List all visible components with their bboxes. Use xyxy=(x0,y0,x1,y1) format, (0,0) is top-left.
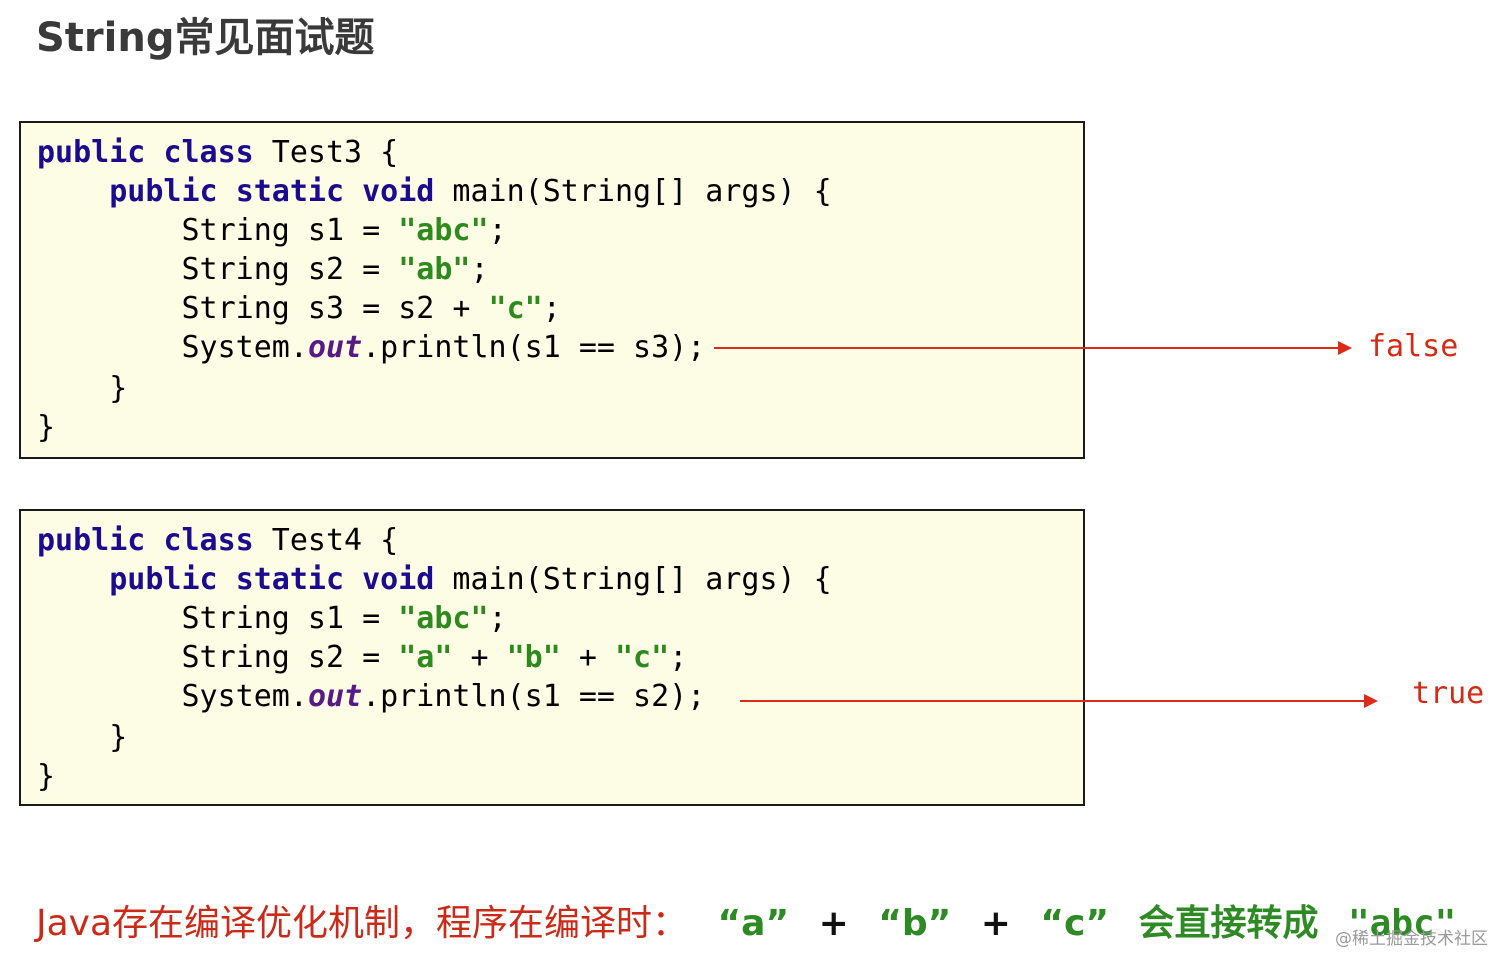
arrow-head-icon xyxy=(1338,341,1352,355)
note-literal-b: “b” xyxy=(878,903,952,944)
code-text: } xyxy=(37,759,56,794)
code-text: } xyxy=(109,371,128,406)
code-text: String s3 = s2 + xyxy=(181,291,489,326)
code-text: .println(s1 == s3); xyxy=(362,330,706,365)
code-line: String s1 = "abc"; xyxy=(37,211,507,251)
code-string-literal: "c" xyxy=(615,640,670,675)
code-text: main(String[] args) { xyxy=(434,174,832,209)
note-literal-c: “c” xyxy=(1040,903,1110,944)
code-string-literal: "abc" xyxy=(398,601,489,636)
code-line: public class Test4 { xyxy=(37,521,398,561)
note-plus-2: + xyxy=(980,903,1011,944)
code-string-literal: "a" xyxy=(398,640,453,675)
code-string-literal: "c" xyxy=(488,291,543,326)
code-line: } xyxy=(37,369,127,409)
note-prefix: Java存在编译优化机制，程序在编译时： xyxy=(36,903,689,944)
code-line: public static void main(String[] args) { xyxy=(37,560,832,600)
code-text: ; xyxy=(542,291,561,326)
code-string-literal: "b" xyxy=(506,640,561,675)
code-string-literal: "abc" xyxy=(398,213,489,248)
code-text: Test4 { xyxy=(253,523,399,558)
code-text: ; xyxy=(470,252,489,287)
code-text xyxy=(218,174,236,209)
code-text: Test3 { xyxy=(253,135,399,170)
result-false: false xyxy=(1368,329,1459,364)
code-text: main(String[] args) { xyxy=(434,562,832,597)
page-title: String常见面试题 xyxy=(36,15,375,61)
code-keyword: class xyxy=(163,135,254,170)
result-arrow-2 xyxy=(740,700,1364,702)
code-field: out xyxy=(307,679,363,714)
code-line: } xyxy=(37,757,55,797)
code-text xyxy=(344,562,362,597)
code-line: String s3 = s2 + "c"; xyxy=(37,289,561,329)
code-line: public class Test3 { xyxy=(37,133,398,173)
code-text xyxy=(344,174,362,209)
code-line: System.out.println(s1 == s3); xyxy=(37,328,706,368)
code-text: } xyxy=(109,720,128,755)
code-text xyxy=(145,135,163,170)
code-text: String s2 = xyxy=(181,640,399,675)
note-plus-1: + xyxy=(818,903,849,944)
code-text: String s2 = xyxy=(181,252,399,287)
code-keyword: static xyxy=(235,174,345,209)
code-line: String s2 = "ab"; xyxy=(37,250,489,290)
note-literal-a: “a” xyxy=(717,903,790,944)
arrow-head-icon xyxy=(1364,694,1378,708)
code-keyword: public xyxy=(37,523,146,558)
code-string-literal: "ab" xyxy=(398,252,471,287)
code-text: } xyxy=(37,410,56,445)
result-true: true xyxy=(1412,676,1485,711)
code-line: String s1 = "abc"; xyxy=(37,599,507,639)
result-arrow-1 xyxy=(714,347,1338,349)
code-keyword: void xyxy=(362,562,435,597)
code-keyword: static xyxy=(235,562,345,597)
code-keyword: public xyxy=(109,174,218,209)
compile-optimization-note: Java存在编译优化机制，程序在编译时： “a” + “b” + “c” 会直接… xyxy=(36,896,1456,952)
code-text xyxy=(145,523,163,558)
watermark: @稀土掘金技术社区 xyxy=(1335,929,1488,949)
code-text: ; xyxy=(669,640,688,675)
code-text: String s1 = xyxy=(181,213,399,248)
code-text: ; xyxy=(488,213,507,248)
code-text: ; xyxy=(488,601,507,636)
code-block-test4: public class Test4 { public static void … xyxy=(19,509,1085,806)
code-keyword: public xyxy=(37,135,146,170)
code-text: .println(s1 == s2); xyxy=(362,679,706,714)
code-keyword: class xyxy=(163,523,254,558)
code-text: String s1 = xyxy=(181,601,399,636)
code-line: } xyxy=(37,408,55,448)
code-block-test3: public class Test3 { public static void … xyxy=(19,121,1085,459)
code-line: public static void main(String[] args) { xyxy=(37,172,832,212)
note-verb: 会直接转成 xyxy=(1138,903,1319,944)
code-text: + xyxy=(452,640,507,675)
code-keyword: public xyxy=(109,562,218,597)
code-line: String s2 = "a" + "b" + "c"; xyxy=(37,638,688,678)
code-field: out xyxy=(307,330,363,365)
code-line: System.out.println(s1 == s2); xyxy=(37,677,706,717)
code-text: System. xyxy=(181,679,308,714)
code-line: } xyxy=(37,718,127,758)
code-text: + xyxy=(560,640,615,675)
note-target: "abc" xyxy=(1347,903,1457,944)
code-text: System. xyxy=(181,330,308,365)
code-text xyxy=(218,562,236,597)
code-keyword: void xyxy=(362,174,435,209)
